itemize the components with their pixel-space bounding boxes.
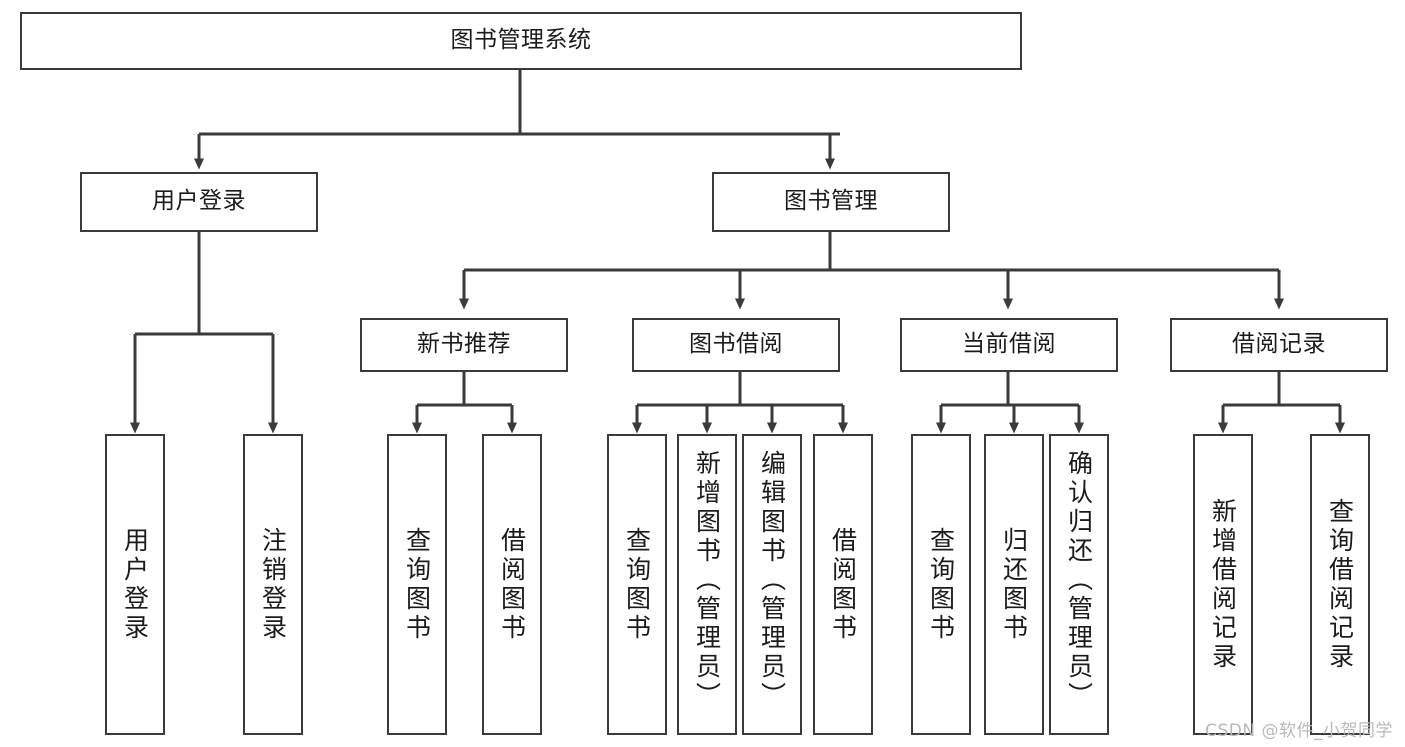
node-leaf-add-borrow-record[interactable]: 新增借阅记录	[1193, 434, 1253, 735]
node-new-book-rec[interactable]: 新书推荐	[360, 318, 568, 372]
node-leaf-query-borrow-record[interactable]: 查询借阅记录	[1310, 434, 1370, 735]
node-new-book-rec-label: 新书推荐	[417, 331, 511, 358]
node-book-borrow-label: 图书借阅	[689, 331, 783, 358]
node-leaf-edit-book-admin[interactable]: 编辑图书（管理员）	[742, 434, 802, 735]
node-leaf-confirm-return-admin[interactable]: 确认归还（管理员）	[1049, 434, 1109, 735]
node-user-login-label: 用户登录	[152, 188, 246, 215]
node-leaf-edit-book-admin-label: 编辑图书（管理员）	[757, 450, 787, 711]
node-leaf-add-book-admin-label: 新增图书（管理员）	[692, 450, 722, 711]
node-leaf-user-login-label: 用户登录	[120, 526, 150, 643]
node-leaf-logout-label: 注销登录	[258, 526, 288, 643]
node-leaf-logout[interactable]: 注销登录	[243, 434, 303, 735]
node-current-borrow-label: 当前借阅	[962, 331, 1056, 358]
node-leaf-query-borrow-record-label: 查询借阅记录	[1325, 497, 1355, 672]
node-borrow-record[interactable]: 借阅记录	[1170, 318, 1388, 372]
node-borrow-record-label: 借阅记录	[1232, 331, 1326, 358]
node-leaf-query-books-rec-label: 查询图书	[402, 526, 432, 643]
node-leaf-add-borrow-record-label: 新增借阅记录	[1208, 497, 1238, 672]
node-leaf-return-books-label: 归还图书	[999, 526, 1029, 643]
node-user-login[interactable]: 用户登录	[80, 172, 318, 232]
node-leaf-borrow-books-borrow-label: 借阅图书	[828, 526, 858, 643]
node-leaf-borrow-books-borrow[interactable]: 借阅图书	[813, 434, 873, 735]
node-leaf-query-books-borrow-label: 查询图书	[622, 526, 652, 643]
node-leaf-borrow-books-rec-label: 借阅图书	[497, 526, 527, 643]
node-root-label: 图书管理系统	[450, 27, 592, 54]
node-leaf-add-book-admin[interactable]: 新增图书（管理员）	[677, 434, 737, 735]
node-current-borrow[interactable]: 当前借阅	[900, 318, 1118, 372]
node-leaf-borrow-books-rec[interactable]: 借阅图书	[482, 434, 542, 735]
node-book-borrow[interactable]: 图书借阅	[632, 318, 840, 372]
node-leaf-query-books-current[interactable]: 查询图书	[911, 434, 971, 735]
csdn-watermark: CSDN @软件_小贺同学	[1205, 721, 1393, 741]
node-leaf-confirm-return-admin-label: 确认归还（管理员）	[1064, 450, 1094, 711]
node-leaf-user-login[interactable]: 用户登录	[105, 434, 165, 735]
node-book-manage-label: 图书管理	[784, 188, 878, 215]
node-book-manage[interactable]: 图书管理	[712, 172, 950, 232]
node-leaf-return-books[interactable]: 归还图书	[984, 434, 1044, 735]
node-leaf-query-books-current-label: 查询图书	[926, 526, 956, 643]
node-leaf-query-books-borrow[interactable]: 查询图书	[607, 434, 667, 735]
node-root[interactable]: 图书管理系统	[20, 12, 1022, 70]
node-leaf-query-books-rec[interactable]: 查询图书	[387, 434, 447, 735]
